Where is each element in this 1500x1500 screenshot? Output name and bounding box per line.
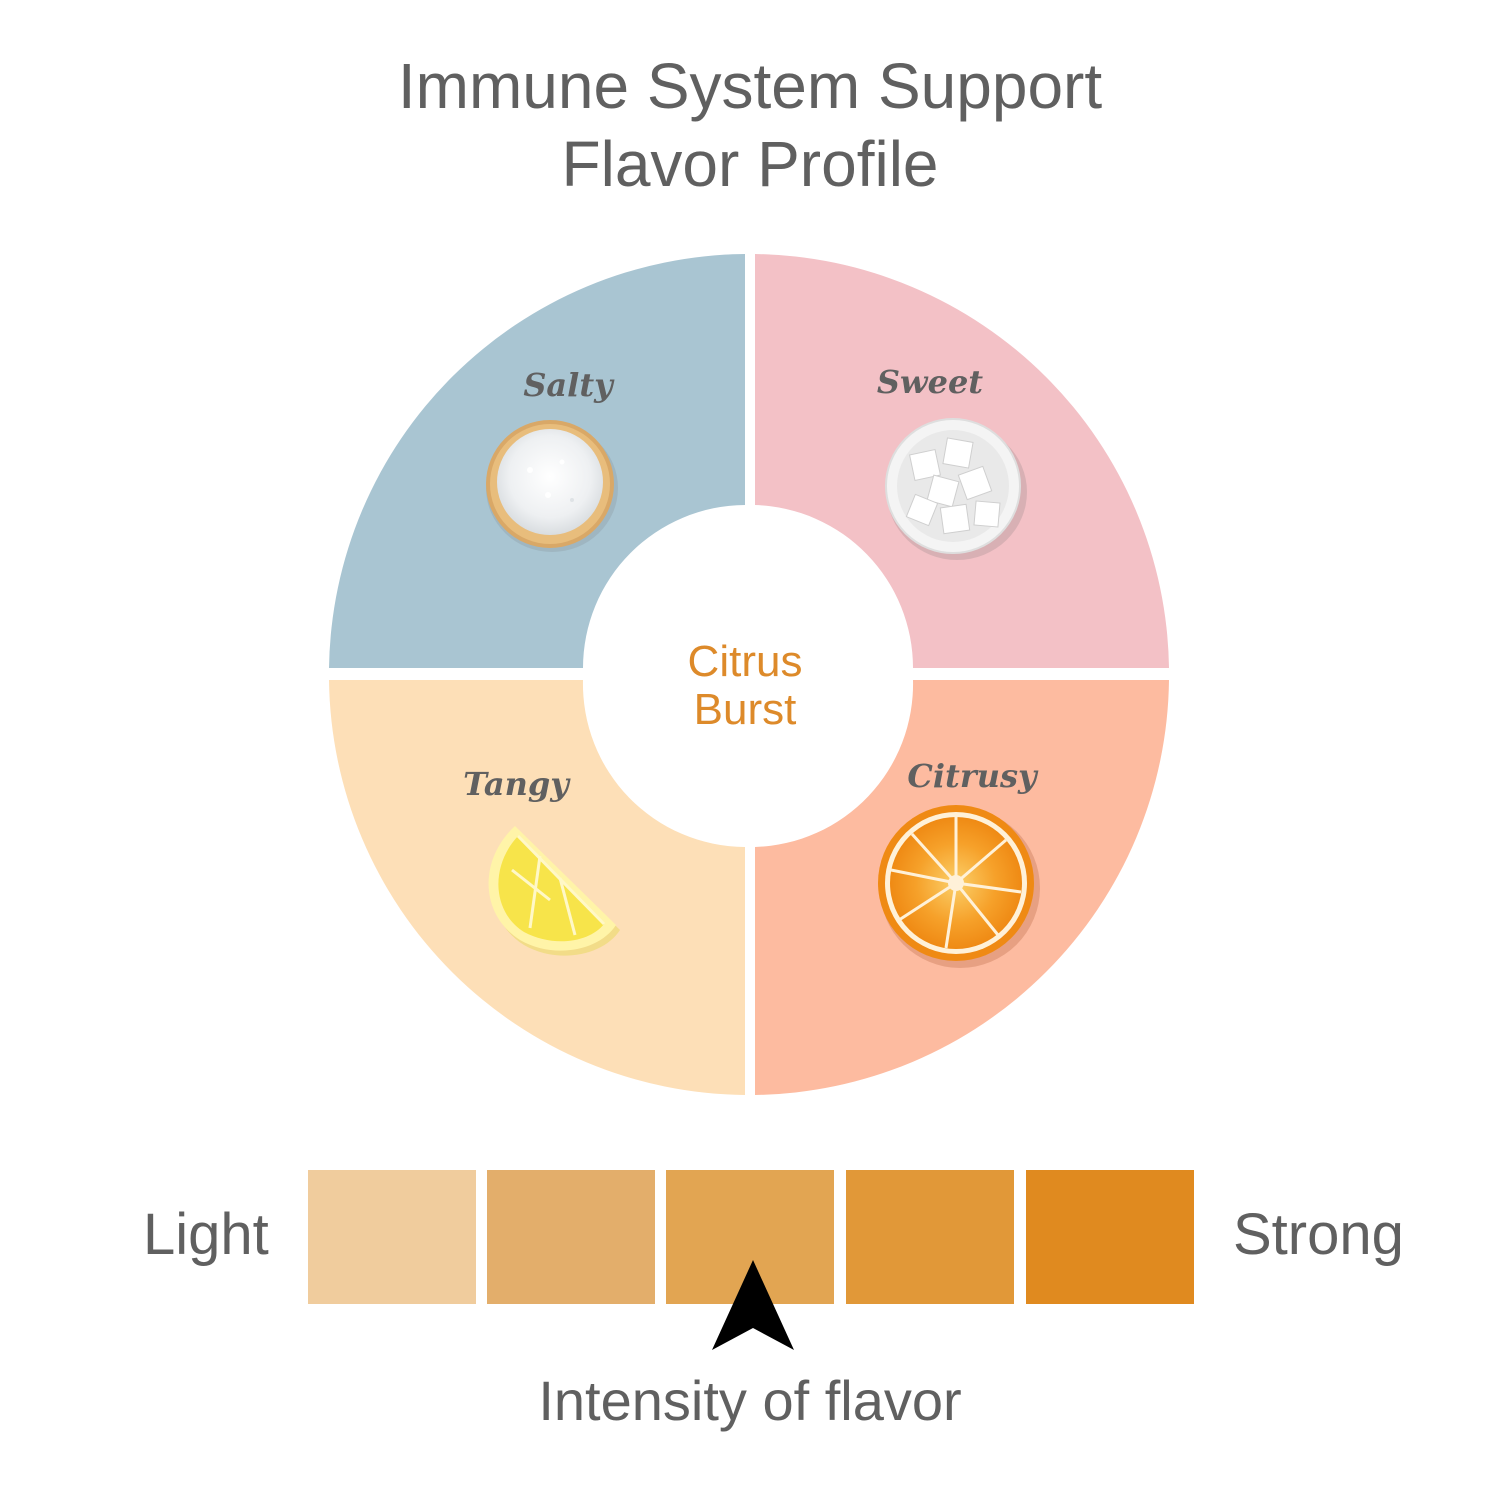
title-line-2: Flavor Profile xyxy=(561,128,939,200)
label-citrusy: Citrusy xyxy=(907,757,1039,795)
label-sweet: Sweet xyxy=(877,363,983,401)
intensity-level-box xyxy=(308,1170,476,1304)
intensity-pointer-icon xyxy=(712,1260,794,1350)
label-tangy: Tangy xyxy=(463,765,571,803)
lemon-slice-icon xyxy=(488,826,620,956)
flavor-wheel: Salty Sweet Tangy Citrusy xyxy=(329,254,1169,1095)
orange-slice-icon xyxy=(878,805,1040,968)
center-label-line-2: Burst xyxy=(694,685,797,734)
center-label-line-1: Citrus xyxy=(688,637,803,686)
intensity-level-box xyxy=(487,1170,655,1304)
scale-high-label: Strong xyxy=(1233,1202,1404,1267)
label-salty: Salty xyxy=(523,366,615,404)
sugar-cubes-icon xyxy=(885,418,1027,560)
intensity-level-box xyxy=(1026,1170,1194,1304)
intensity-caption: Intensity of flavor xyxy=(538,1369,962,1432)
intensity-level-box xyxy=(846,1170,1014,1304)
title-line-1: Immune System Support xyxy=(397,50,1103,122)
scale-low-label: Light xyxy=(143,1202,269,1267)
salt-bowl-icon xyxy=(486,420,618,552)
